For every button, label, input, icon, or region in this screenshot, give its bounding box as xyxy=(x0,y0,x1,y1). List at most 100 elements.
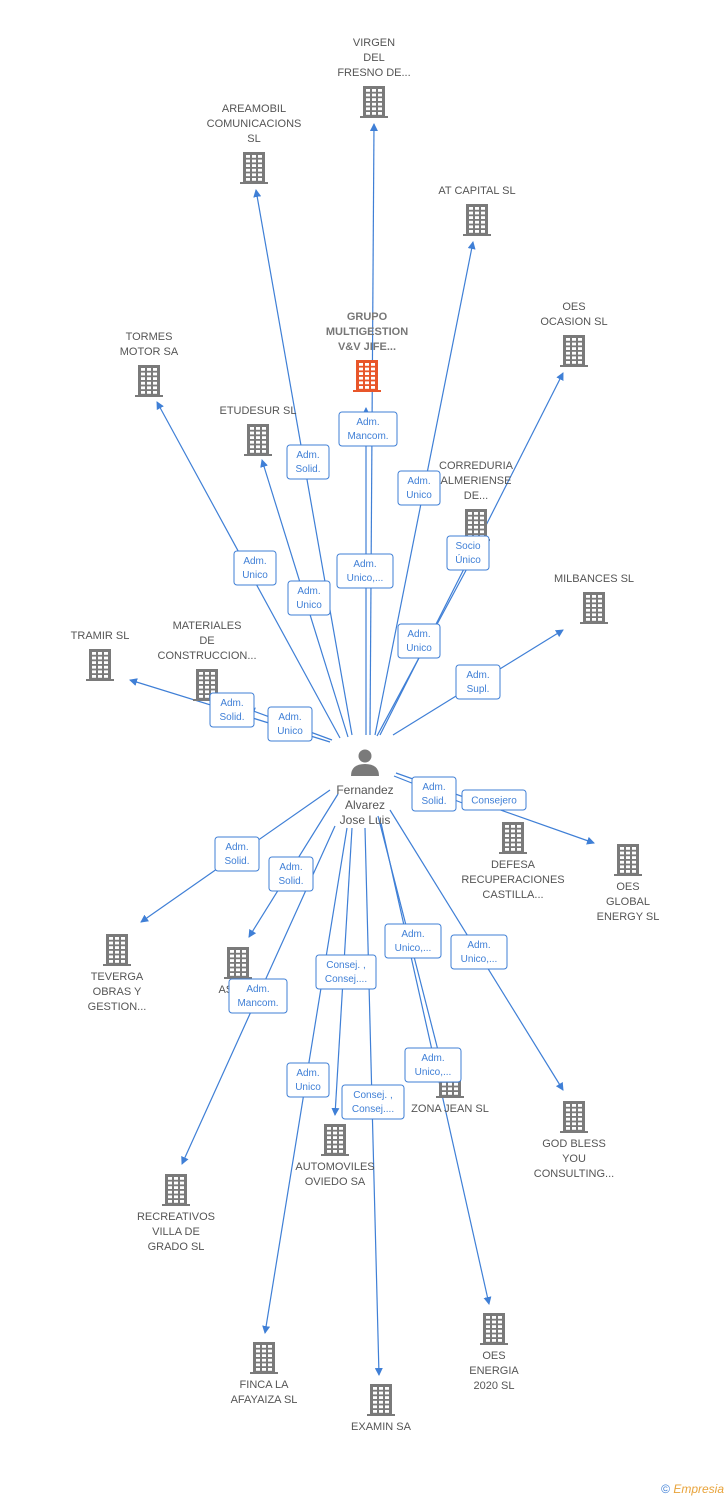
relation-tag-finca[interactable]: Adm.Unico xyxy=(286,1062,330,1098)
relation-tag-etudesur[interactable]: Adm.Unico xyxy=(287,580,331,616)
company-zonajean-label[interactable]: ZONA JEAN SL xyxy=(411,1103,489,1115)
company-automoviles-icon[interactable] xyxy=(321,1124,349,1156)
company-tormes-label[interactable]: MOTOR SA xyxy=(120,346,179,358)
relation-tag-zonajean[interactable]: Adm.Unico,... xyxy=(404,1047,462,1083)
building-window xyxy=(626,870,630,873)
relation-tag-correduria[interactable]: Adm.Unico xyxy=(397,623,441,659)
company-examin-label[interactable]: EXAMIN SA xyxy=(351,1421,412,1433)
company-grupo-label[interactable]: V&V JIFE... xyxy=(338,341,396,353)
relation-tag-materiales[interactable]: Adm.Unico xyxy=(267,706,313,742)
company-materiales-label[interactable]: MATERIALES xyxy=(173,620,242,632)
company-examin-icon[interactable] xyxy=(367,1384,395,1416)
company-godbless-label[interactable]: CONSULTING... xyxy=(534,1168,614,1180)
company-oesocasion-label[interactable]: OES xyxy=(562,301,585,313)
relation-tag-milbances[interactable]: Adm.Supl. xyxy=(455,664,501,700)
company-godbless-icon[interactable] xyxy=(560,1101,588,1133)
relation-tag-defesa[interactable]: Adm.Solid. xyxy=(411,776,457,812)
relation-tag-atcapital[interactable]: Adm.Unico xyxy=(397,470,441,506)
company-godbless-label[interactable]: GOD BLESS xyxy=(542,1138,606,1150)
company-oesglobal-icon[interactable] xyxy=(614,844,642,876)
company-virgen-icon[interactable] xyxy=(360,86,388,118)
company-recreativos-label[interactable]: VILLA DE xyxy=(152,1226,200,1238)
company-tormes-label[interactable]: TORMES xyxy=(126,331,173,343)
company-atcapital-label[interactable]: AT CAPITAL SL xyxy=(438,185,515,197)
company-correduria-label[interactable]: ALMERIENSE xyxy=(441,475,512,487)
company-automoviles-label[interactable]: OVIEDO SA xyxy=(305,1176,366,1188)
relation-tag-oesenergia[interactable]: Adm.Unico,... xyxy=(384,923,442,959)
relation-tag-teverga[interactable]: Adm.Solid. xyxy=(214,836,260,872)
relation-tag-text: Adm. xyxy=(279,862,302,873)
company-oesglobal-label[interactable]: OES xyxy=(616,881,639,893)
company-correduria-label[interactable]: DE... xyxy=(464,490,488,502)
company-milbances-icon[interactable] xyxy=(580,592,608,624)
building-window xyxy=(598,608,602,612)
company-aspr-icon[interactable] xyxy=(224,947,252,979)
building-window xyxy=(333,1145,337,1149)
company-virgen-label[interactable]: DEL xyxy=(363,52,384,64)
relation-tag-aspr[interactable]: Adm.Solid. xyxy=(268,856,314,892)
relation-tag-tormes[interactable]: Adm.Unico xyxy=(233,550,277,586)
company-tramir-icon[interactable] xyxy=(86,649,114,681)
building-window xyxy=(385,1396,389,1399)
company-recreativos-label[interactable]: RECREATIVOS xyxy=(137,1211,215,1223)
company-teverga-icon[interactable] xyxy=(103,934,131,966)
building-window xyxy=(517,838,521,842)
company-areamobil-label[interactable]: AREAMOBIL xyxy=(222,103,286,115)
company-teverga-label[interactable]: GESTION... xyxy=(88,1001,147,1013)
company-defesa-label[interactable]: DEFESA xyxy=(491,859,536,871)
company-tormes-icon[interactable] xyxy=(135,365,163,397)
company-tramir-label[interactable]: TRAMIR SL xyxy=(71,630,130,642)
company-milbances-label[interactable]: MILBANCES SL xyxy=(554,573,634,585)
relation-tag-godbless[interactable]: Adm.Unico,... xyxy=(450,934,508,970)
company-godbless-label[interactable]: YOU xyxy=(562,1153,586,1165)
company-etudesur-icon[interactable] xyxy=(244,424,272,456)
relation-tag-recreativos[interactable]: Adm.Mancom. xyxy=(228,978,288,1014)
company-oesenergia-icon[interactable] xyxy=(480,1313,508,1345)
company-teverga-label[interactable]: OBRAS Y xyxy=(93,986,142,998)
company-finca-label[interactable]: AFAYAIZA SL xyxy=(231,1394,298,1406)
company-areamobil-icon[interactable] xyxy=(240,152,268,184)
company-materiales-label[interactable]: DE xyxy=(199,635,214,647)
company-areamobil-label[interactable]: SL xyxy=(247,133,260,145)
company-recreativos-icon[interactable] xyxy=(162,1174,190,1206)
company-oesenergia-label[interactable]: ENERGIA xyxy=(469,1365,519,1377)
company-defesa-label[interactable]: RECUPERACIONES xyxy=(461,874,564,886)
company-grupo-icon[interactable] xyxy=(353,360,381,392)
company-etudesur-label[interactable]: ETUDESUR SL xyxy=(219,405,296,417)
relation-tag-examin[interactable]: Consej. ,Consej.... xyxy=(341,1084,405,1120)
company-oesocasion-label[interactable]: OCASION SL xyxy=(540,316,607,328)
relation-tag-automoviles[interactable]: Consej. ,Consej.... xyxy=(315,954,377,990)
company-oesenergia-label[interactable]: 2020 SL xyxy=(474,1380,515,1392)
relation-tag-tramir[interactable]: Adm.Solid. xyxy=(209,692,255,728)
company-grupo-label[interactable]: GRUPO xyxy=(347,311,388,323)
relation-tag-oesglobal[interactable]: Consejero xyxy=(461,789,527,811)
company-oesglobal-label[interactable]: ENERGY SL xyxy=(597,911,660,923)
company-defesa-label[interactable]: CASTILLA... xyxy=(482,889,543,901)
building-window xyxy=(262,436,266,439)
company-virgen-label[interactable]: FRESNO DE... xyxy=(337,67,410,79)
building-window xyxy=(492,1316,496,1319)
brand-link[interactable]: Empresia xyxy=(673,1482,724,1496)
company-virgen-label[interactable]: VIRGEN xyxy=(353,37,395,49)
company-defesa-icon[interactable] xyxy=(499,822,527,854)
company-materiales-label[interactable]: CONSTRUCCION... xyxy=(158,650,257,662)
company-atcapital-icon[interactable] xyxy=(463,204,491,236)
building-window xyxy=(572,338,576,341)
relation-tag-virgen[interactable]: Adm.Mancom. xyxy=(338,411,398,447)
company-areamobil-label[interactable]: COMUNICACIONS xyxy=(207,118,302,130)
company-oesenergia-label[interactable]: OES xyxy=(482,1350,505,1362)
relation-tag-grupo[interactable]: Adm.Unico,... xyxy=(336,553,394,589)
company-finca-icon[interactable] xyxy=(250,1342,278,1374)
company-oesocasion-icon[interactable] xyxy=(560,335,588,367)
company-grupo-label[interactable]: MULTIGESTION xyxy=(326,326,408,338)
company-finca-label[interactable]: FINCA LA xyxy=(240,1379,290,1391)
relation-tag-areamobil[interactable]: Adm.Solid. xyxy=(286,444,330,480)
building-window xyxy=(205,695,209,698)
company-teverga-label[interactable]: TEVERGA xyxy=(91,971,144,983)
company-correduria-label[interactable]: CORREDURIA xyxy=(439,460,514,472)
company-oesglobal-label[interactable]: GLOBAL xyxy=(606,896,650,908)
company-automoviles-label[interactable]: AUTOMOVILES xyxy=(295,1161,374,1173)
company-recreativos-label[interactable]: GRADO SL xyxy=(148,1241,205,1253)
